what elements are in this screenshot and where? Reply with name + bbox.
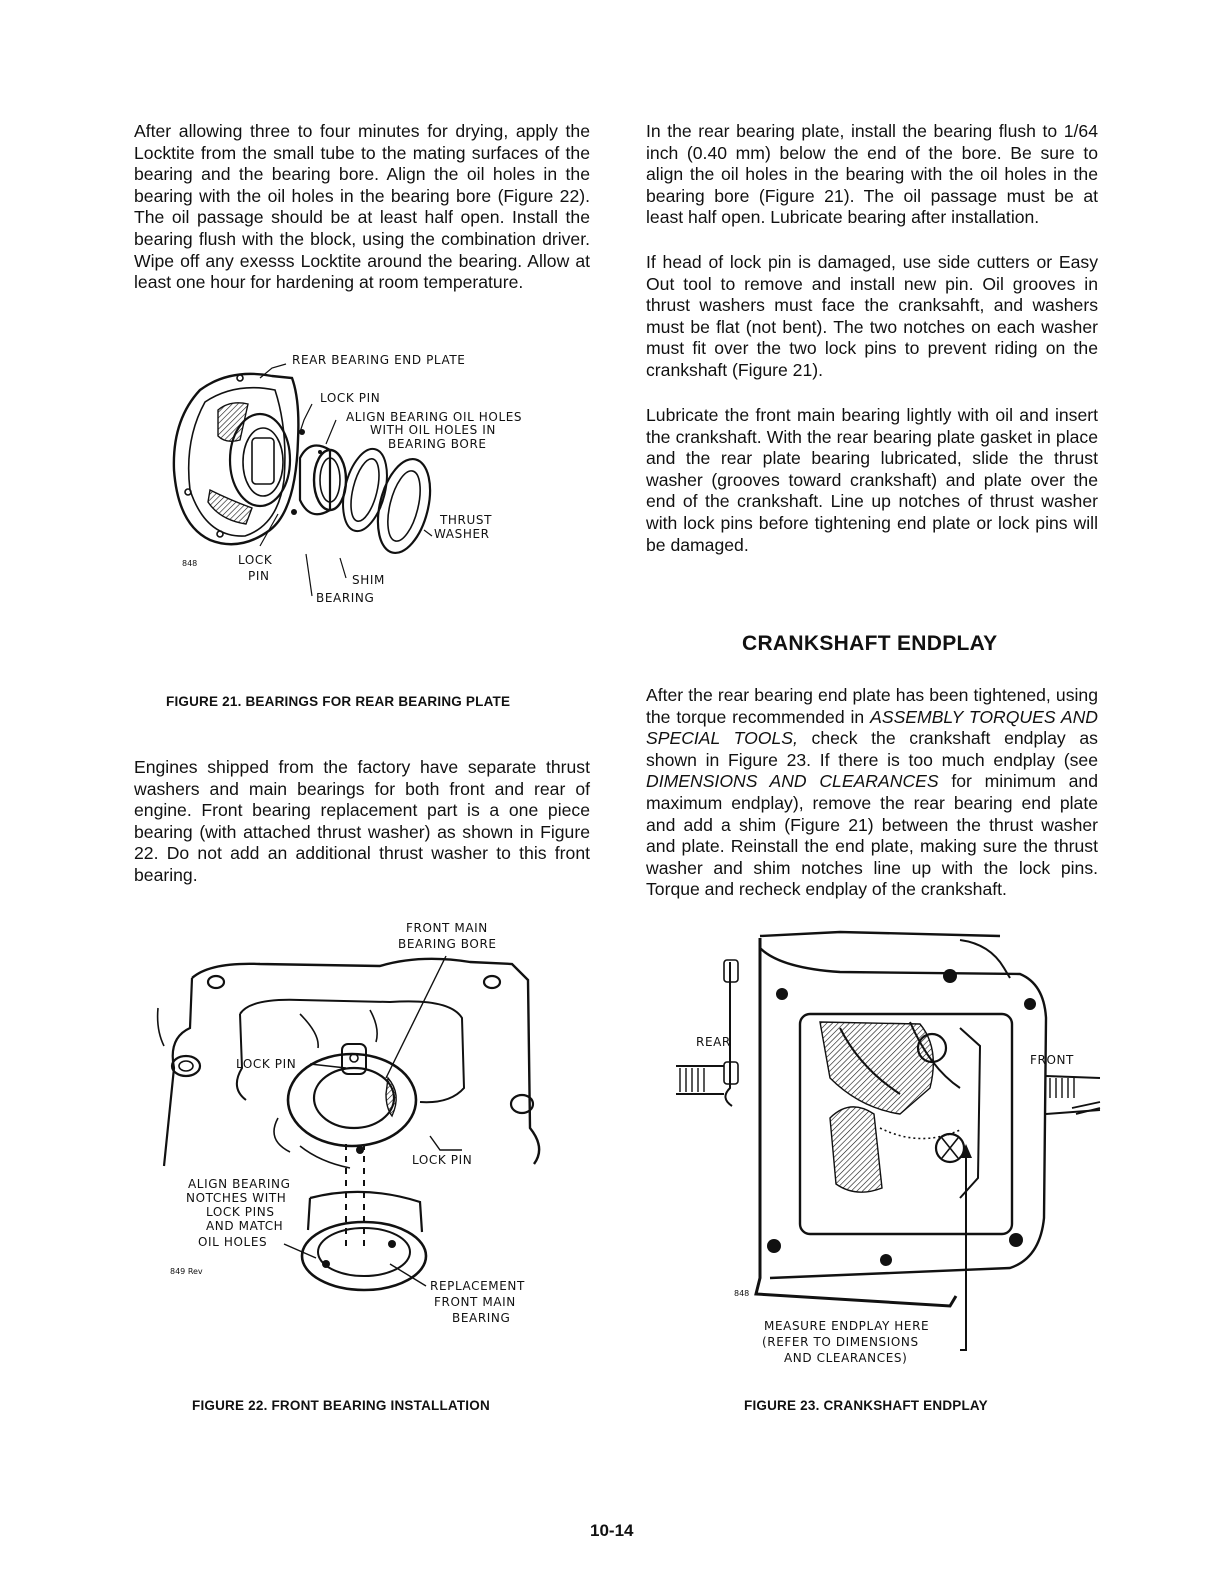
figure-22-leaders — [283, 955, 462, 1287]
engine-block-drawing — [156, 957, 541, 1167]
text-run: After the rear bearing end plate has bee… — [646, 685, 1098, 727]
section-heading: CRANKSHAFT ENDPLAY — [742, 632, 998, 655]
label-align-oil-holes: ALIGN BEARING OIL HOLES — [346, 410, 522, 424]
thrust-washer-drawing — [376, 457, 432, 555]
paragraph-text: After the rear bearing end plate has bee… — [646, 685, 1098, 901]
label-shim: SHIM — [352, 573, 385, 587]
text-run: check the crankshaft endplay as shown in… — [646, 728, 1098, 770]
label-align-notches: ALIGN BEARING — [188, 1177, 291, 1191]
label-lock-pin-top: LOCK PIN — [320, 391, 380, 405]
cross-reference: ASSEMBLY TORQUES AND SPECIAL TOOLS, — [646, 706, 1098, 749]
label-rear-end-plate: REAR BEARING END PLATE — [292, 353, 465, 367]
figure-21-diagram: REAR BEARING END PLATE LOCK PIN ALIGN BE… — [172, 353, 522, 605]
label-align-oil-holes: BEARING BORE — [388, 437, 487, 451]
measure-endplay-arrow — [960, 1144, 972, 1351]
left-paragraph-thrust-washers: Engines shipped from the factory have se… — [134, 757, 590, 887]
label-thrust-washer: THRUST — [439, 513, 492, 527]
label-measure-endplay: (REFER TO DIMENSIONS — [762, 1335, 919, 1349]
bearing-drawing — [298, 444, 348, 516]
label-replacement-bearing: FRONT MAIN — [434, 1295, 516, 1309]
label-lock-pin-upper: LOCK PIN — [236, 1057, 296, 1071]
label-measure-endplay: MEASURE ENDPLAY HERE — [764, 1319, 929, 1333]
figure-code: 849 Rev — [170, 1267, 203, 1276]
label-rear: REAR — [696, 1035, 731, 1049]
label-lock-pin-bottom: PIN — [248, 569, 270, 583]
paragraph-text: Lubricate the front main bearing lightly… — [646, 405, 1098, 555]
label-align-notches: AND MATCH — [206, 1219, 283, 1233]
figure-23-caption: FIGURE 23. CRANKSHAFT ENDPLAY — [744, 1398, 988, 1413]
label-measure-endplay: AND CLEARANCES) — [784, 1351, 907, 1365]
shaft-ends-drawing — [676, 1065, 1101, 1115]
figure-code: 848 — [182, 559, 197, 568]
figure-21-leaders — [259, 363, 433, 597]
label-front-main-bearing-bore: FRONT MAIN — [406, 921, 488, 935]
label-align-notches: NOTCHES WITH — [186, 1191, 286, 1205]
figure-22-diagram: FRONT MAIN BEARING BORE LOCK PIN LOCK PI… — [156, 921, 541, 1325]
paragraph-text: After allowing three to four minutes for… — [134, 121, 590, 293]
text-run: for minimum and maximum endplay), remove… — [646, 771, 1099, 900]
left-paragraph-locktite: After allowing three to four minutes for… — [134, 121, 590, 294]
label-lock-pin-bottom: LOCK — [238, 553, 273, 567]
label-align-notches: LOCK PINS — [206, 1205, 275, 1219]
bearing-bore-drawing — [273, 1043, 418, 1169]
figure-23-diagram: REAR FRONT MEASURE ENDPLAY HERE (REFER T… — [676, 930, 1101, 1365]
right-paragraph-lock-pin: If head of lock pin is damaged, use side… — [646, 252, 1098, 382]
right-paragraph-lubricate: Lubricate the front main bearing lightly… — [646, 405, 1098, 556]
figure-22-caption: FIGURE 22. FRONT BEARING INSTALLATION — [192, 1398, 490, 1413]
label-align-oil-holes: WITH OIL HOLES IN — [370, 423, 496, 437]
page-number: 10-14 — [590, 1521, 634, 1540]
shim-drawing — [342, 447, 388, 533]
paragraph-text: If head of lock pin is damaged, use side… — [646, 252, 1098, 380]
label-lock-pin-lower: LOCK PIN — [412, 1153, 472, 1167]
rear-end-plate-drawing — [172, 372, 305, 546]
right-paragraph-endplay: After the rear bearing end plate has bee… — [646, 685, 1098, 901]
replacement-bearing-drawing — [300, 1190, 428, 1292]
label-align-notches: OIL HOLES — [198, 1235, 267, 1249]
paragraph-text: Engines shipped from the factory have se… — [134, 757, 590, 885]
figure-code: 848 — [734, 1289, 749, 1298]
crankshaft-drawing — [819, 1021, 982, 1199]
cross-reference: DIMENSIONS AND CLEARANCES — [646, 771, 939, 792]
figure-21-caption: FIGURE 21. BEARINGS FOR REAR BEARING PLA… — [166, 694, 511, 709]
crankcase-housing-drawing — [723, 930, 1048, 1308]
paragraph-text: In the rear bearing plate, install the b… — [646, 121, 1098, 228]
label-replacement-bearing: REPLACEMENT — [430, 1279, 525, 1293]
label-replacement-bearing: BEARING — [452, 1311, 510, 1325]
label-front: FRONT — [1030, 1053, 1074, 1067]
label-front-main-bearing-bore: BEARING BORE — [398, 937, 497, 951]
right-paragraph-rear-bearing: In the rear bearing plate, install the b… — [646, 121, 1098, 229]
label-thrust-washer: WASHER — [434, 527, 490, 541]
label-bearing: BEARING — [316, 591, 374, 605]
